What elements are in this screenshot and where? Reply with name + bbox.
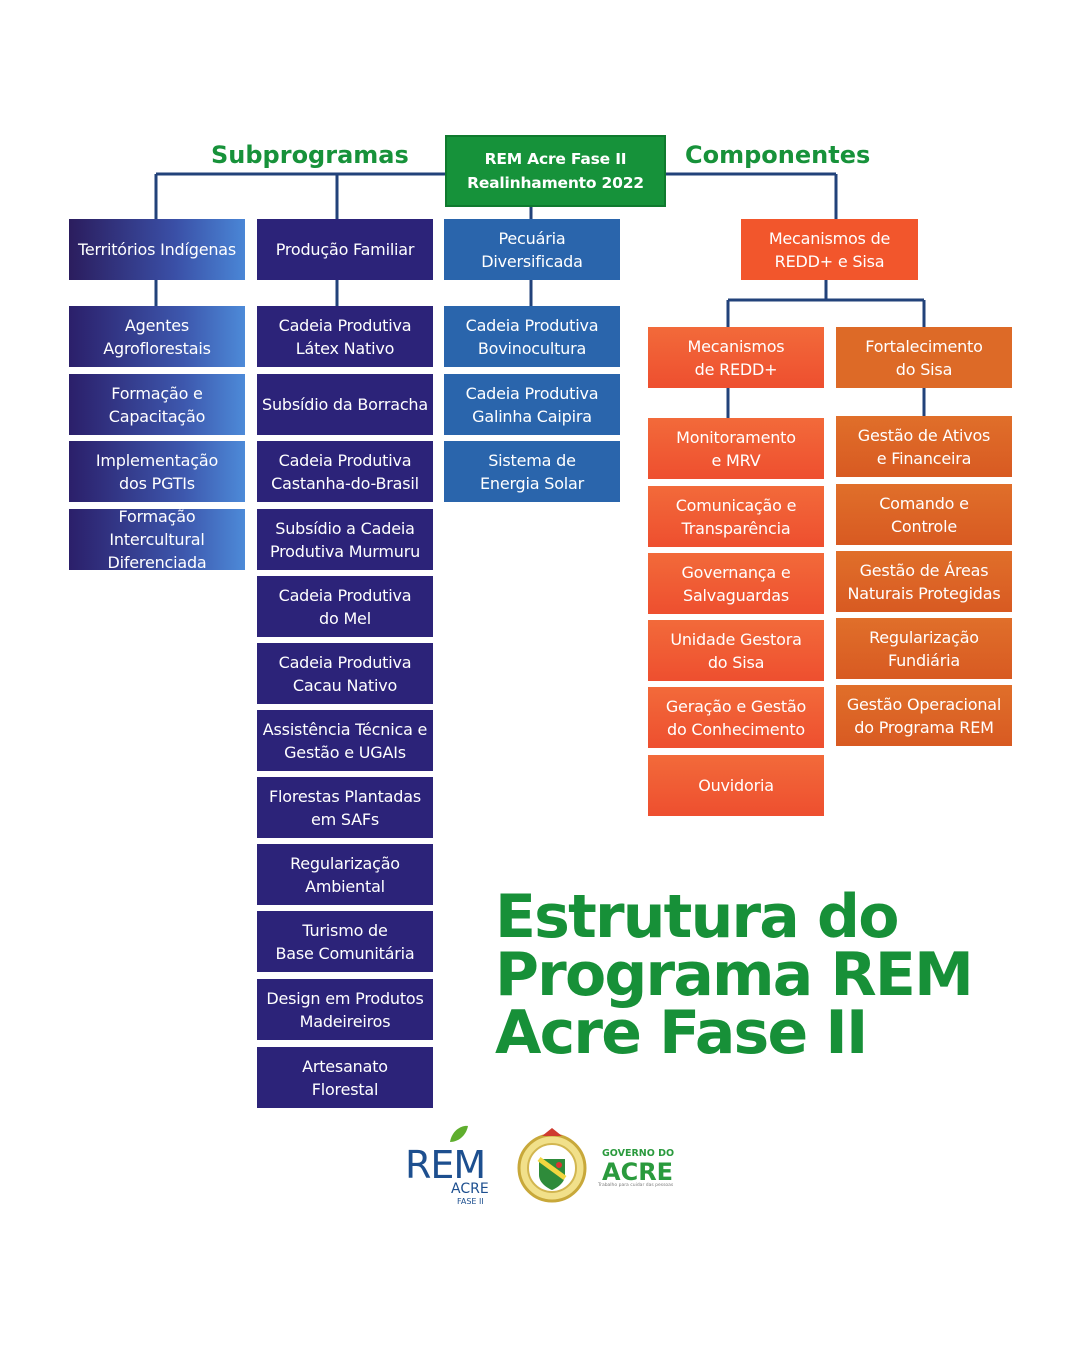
subprogramas-label: Subprogramas	[211, 141, 409, 169]
item-pecuaria-1: Cadeia Produtiva Bovinocultura	[444, 306, 620, 367]
main-title: Estrutura do Programa REM Acre Fase II	[495, 882, 974, 1068]
rem-logo-fase: FASE II	[457, 1197, 484, 1206]
item-indigenas-2: Formação e Capacitação	[69, 374, 245, 435]
header-mecanismos-redd-sisa: Mecanismos de REDD+ e Sisa	[741, 219, 918, 280]
rem-logo-acre: ACRE	[451, 1181, 489, 1197]
item-indigenas-3: Implementação dos PGTIs	[69, 441, 245, 502]
item-familiar-2: Subsídio da Borracha	[257, 374, 433, 435]
item-familiar-10: Turismo de Base Comunitária	[257, 911, 433, 972]
item-indigenas-1: Agentes Agroflorestais	[69, 306, 245, 367]
item-redd-2: Comunicação e Transparência	[648, 486, 824, 547]
root-box: REM Acre Fase II Realinhamento 2022	[445, 135, 666, 207]
header-producao-familiar: Produção Familiar	[257, 219, 433, 280]
rem-logo-text: REM	[405, 1143, 485, 1187]
item-familiar-7: Assistência Técnica e Gestão e UGAIs	[257, 710, 433, 771]
item-familiar-9: Regularização Ambiental	[257, 844, 433, 905]
item-familiar-1: Cadeia Produtiva Látex Nativo	[257, 306, 433, 367]
item-pecuaria-2: Cadeia Produtiva Galinha Caipira	[444, 374, 620, 435]
rem-logo: REM ACRE FASE II	[405, 1125, 489, 1206]
item-pecuaria-3: Sistema de Energia Solar	[444, 441, 620, 502]
item-familiar-6: Cadeia Produtiva Cacau Nativo	[257, 643, 433, 704]
item-redd-4: Unidade Gestora do Sisa	[648, 620, 824, 681]
governo-small-text: GOVERNO DO	[602, 1148, 674, 1159]
header-pecuaria-diversificada: Pecuária Diversificada	[444, 219, 620, 280]
governo-acre-logo: GOVERNO DO ACRE Trabalho para cuidar das…	[597, 1148, 674, 1188]
governo-tagline: Trabalho para cuidar das pessoas	[597, 1182, 674, 1188]
item-sisa-2: Comando e Controle	[836, 484, 1012, 545]
item-familiar-8: Florestas Plantadas em SAFs	[257, 777, 433, 838]
item-sisa-4: Regularização Fundiária	[836, 618, 1012, 679]
item-familiar-4: Subsídio a Cadeia Produtiva Murmuru	[257, 509, 433, 570]
root-line2: Realinhamento 2022	[467, 174, 644, 192]
coat-of-arms-icon	[517, 1128, 587, 1203]
componentes-label: Componentes	[685, 141, 871, 169]
item-familiar-12: Artesanato Florestal	[257, 1047, 433, 1108]
root-line1: REM Acre Fase II	[484, 150, 627, 168]
item-sisa-3: Gestão de Áreas Naturais Protegidas	[836, 551, 1012, 612]
item-sisa-5: Gestão Operacional do Programa REM	[836, 685, 1012, 746]
logos: REM ACRE FASE II GOVERNO DO ACRE Trabalh…	[405, 1125, 674, 1206]
item-redd-6: Ouvidoria	[648, 755, 824, 816]
item-redd-5: Geração e Gestão do Conhecimento	[648, 687, 824, 748]
governo-big-text: ACRE	[602, 1158, 673, 1186]
item-redd-3: Governança e Salvaguardas	[648, 553, 824, 614]
item-familiar-5: Cadeia Produtiva do Mel	[257, 576, 433, 637]
header-territorios-indigenas: Territórios Indígenas	[69, 219, 245, 280]
item-familiar-11: Design em Produtos Madeireiros	[257, 979, 433, 1040]
item-redd-1: Monitoramento e MRV	[648, 418, 824, 479]
item-sisa-1: Gestão de Ativos e Financeira	[836, 416, 1012, 477]
item-familiar-3: Cadeia Produtiva Castanha-do-Brasil	[257, 441, 433, 502]
header-mecanismos-redd: Mecanismos de REDD+	[648, 327, 824, 388]
leaf-icon	[450, 1125, 468, 1142]
header-fortalecimento-sisa: Fortalecimento do Sisa	[836, 327, 1012, 388]
item-indigenas-4: Formação Intercultural Diferenciada	[69, 507, 245, 572]
